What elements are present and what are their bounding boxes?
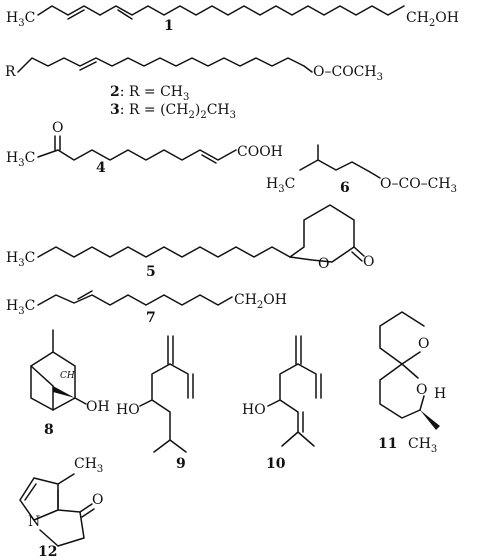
- c7-right-group: CH2OH: [234, 292, 287, 311]
- c11-o2-bond: [401, 363, 419, 379]
- c1-chain-b: [99, 5, 405, 16]
- c12-second-ring: [39, 509, 85, 547]
- c11-o1-bond: [401, 351, 421, 365]
- compound-4: O H3C 4 COOH: [6, 120, 283, 176]
- compound-12: CH3 N O 12: [19, 456, 103, 560]
- c1-right-group: CH2OH: [406, 10, 459, 29]
- c5-number: 5: [146, 264, 156, 280]
- c7-number: 7: [146, 310, 156, 326]
- c1-e-double-bond: [117, 9, 133, 20]
- c12-n: N: [28, 514, 40, 530]
- c11-thf-ring-b: [379, 363, 421, 419]
- c11-h: H: [434, 386, 446, 402]
- c12-carbonyl-b: [81, 508, 95, 518]
- c5-ring-oxygen: O: [318, 256, 329, 272]
- c9-vinyl: [169, 363, 189, 399]
- c9-oh-bond: [139, 399, 153, 407]
- c8-number: 8: [44, 422, 54, 438]
- c12-number: 12: [38, 544, 57, 560]
- c12-methyl: CH3: [74, 456, 103, 475]
- c10-oh-bond: [267, 399, 281, 407]
- c11-methyl: CH3: [408, 436, 437, 455]
- c4-chain: [37, 149, 237, 161]
- c1-chain-a: [37, 5, 101, 16]
- c6-skeleton-b: [317, 159, 381, 179]
- c11-number: 11: [378, 436, 397, 452]
- c5-chain: [37, 246, 291, 258]
- c4-e-double-bond: [201, 154, 217, 164]
- compound-9: HO 9: [116, 335, 194, 472]
- c23-o-bond: [303, 65, 313, 73]
- c11-o1: O: [418, 336, 429, 352]
- compound-11: O O H 11 CH3: [378, 311, 446, 455]
- c23-chain: [17, 57, 305, 73]
- c23-ester-group: O–COCH3: [313, 64, 383, 83]
- c10-chain: [279, 363, 299, 447]
- c8-ch-label: CH: [60, 371, 75, 381]
- c9-chain: [151, 363, 171, 453]
- compound-2-3: R O–COCH3 2: R = CH3 3: R = (CH2)2CH3: [5, 57, 383, 121]
- compound-1: H3C 1 CH2OH: [6, 5, 459, 34]
- c4-number: 4: [96, 160, 106, 176]
- c6-number: 6: [340, 180, 350, 196]
- c4-left-group: H3C: [6, 150, 35, 169]
- c7-chain: [37, 294, 233, 306]
- compound-6: H3C 6 O–CO–CH3: [266, 144, 457, 196]
- c8-wedge: [53, 386, 75, 398]
- compound-7: H3C 7 CH2OH: [6, 290, 287, 326]
- c8-oh-bond: [74, 397, 87, 405]
- c10-number: 10: [266, 456, 286, 472]
- c2-caption: 2: R = CH3: [110, 84, 189, 103]
- c10-oh: HO: [242, 402, 266, 418]
- c9-number: 9: [176, 456, 186, 472]
- c6-skeleton: [299, 144, 319, 171]
- compound-8: CH OH 8: [30, 329, 110, 438]
- c12-pyrrole-double-a: [24, 483, 37, 501]
- c11-wedge: [420, 410, 440, 430]
- c1-number: 1: [164, 18, 174, 34]
- c5-carbonyl-oxygen: O: [363, 254, 374, 270]
- c23-z-double-bond: [79, 61, 97, 71]
- c5-carbonyl-a: [353, 246, 365, 257]
- c10-vinyl: [297, 363, 317, 399]
- c6-ester-group: O–CO–CH3: [380, 176, 457, 195]
- compound-5: H3C O O 5: [6, 204, 374, 280]
- c5-left-group: H3C: [6, 250, 35, 269]
- c5-carbonyl-b: [351, 251, 363, 262]
- c12-methyl-bond: [57, 473, 75, 485]
- c4-oxygen: O: [52, 120, 63, 136]
- c8-bridge-a: [30, 365, 54, 387]
- c4-acid-group: COOH: [237, 144, 283, 160]
- c11-o2: O: [416, 382, 427, 398]
- c8-oh: OH: [86, 399, 110, 415]
- c1-left-group: H3C: [6, 10, 35, 29]
- c12-o: O: [92, 492, 103, 508]
- c7-left-group: H3C: [6, 298, 35, 317]
- c9-oh: HO: [116, 402, 140, 418]
- c11-ring-close: [419, 395, 425, 411]
- c10-branch: [297, 431, 315, 447]
- compound-10: HO 10: [242, 335, 322, 472]
- c7-e-double-bond: [77, 290, 93, 300]
- c9-branch: [169, 439, 187, 453]
- c3-caption: 3: R = (CH2)2CH3: [110, 102, 236, 121]
- c1-z-double-bond: [67, 9, 85, 20]
- c5-lactone-ring: [289, 204, 355, 263]
- c12-carbonyl-a: [79, 503, 93, 513]
- c11-thf-ring-a: [379, 311, 425, 365]
- c23-r-label: R: [5, 64, 16, 80]
- c6-left-group: H3C: [266, 176, 295, 195]
